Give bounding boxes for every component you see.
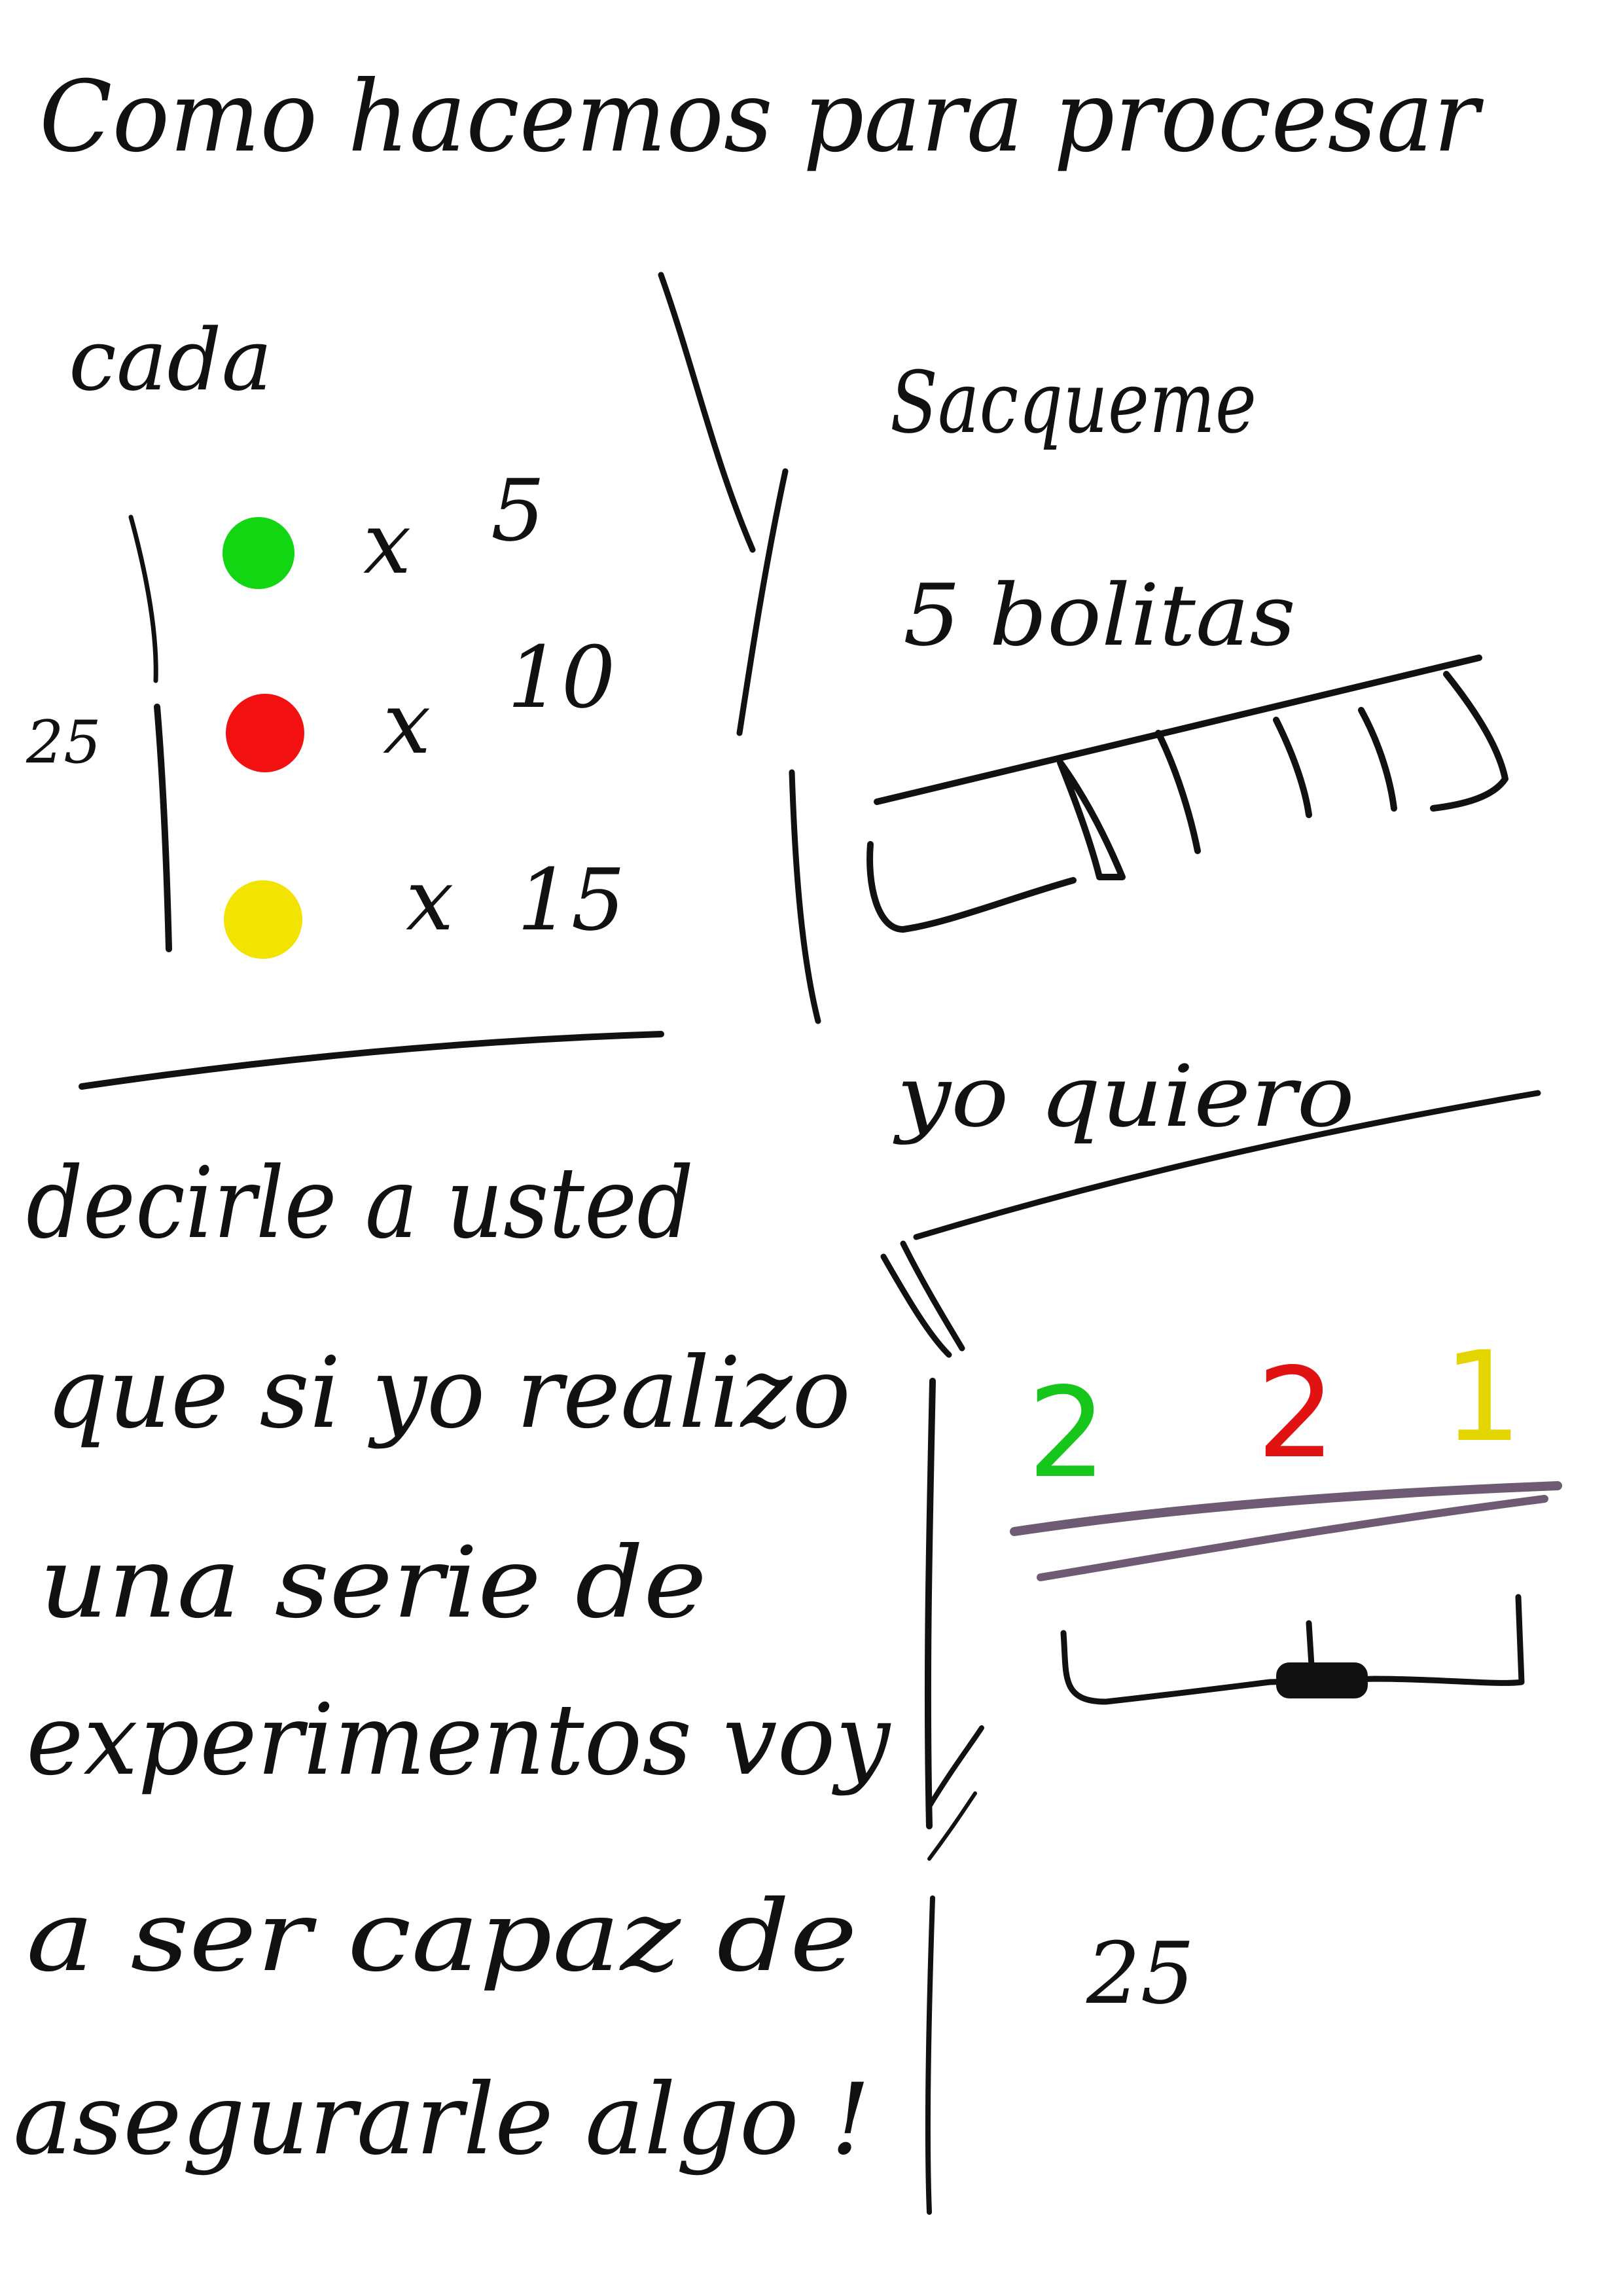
answer-yellow-count: 1 [1443,1325,1522,1469]
instruction-line-2: 5 bolitas [903,565,1296,665]
instruction-line-1: Sacqueme [890,353,1257,452]
message-line: que si yo realizo [46,1336,851,1450]
page-title: Como hacemos para procesar [39,60,1484,174]
bracket-stroke [154,704,172,952]
answer-heading: yo quiero [893,1047,1355,1146]
ball-mult: x [383,673,431,773]
ball-slot-stroke [1358,707,1397,812]
answer-mark-blob [1276,1662,1368,1698]
red-ball [226,694,304,772]
message-line: a ser capaz de [26,1880,857,1994]
answer-mark-stroke [1306,1620,1315,1679]
divider-stroke [736,468,789,736]
ball-slot-stroke [1057,759,1126,880]
message-line: experimentos voy [26,1683,891,1797]
answer-green-count: 2 [1027,1361,1107,1505]
box-top-stroke [874,655,1482,805]
answer-underline [1010,1481,1562,1536]
ball-slot-stroke [1155,730,1201,854]
divider-stroke [658,272,756,553]
ball-slot-stroke [1430,671,1508,812]
answer-box-side-stroke [880,1253,952,1358]
message-line: decirle a usted [26,1147,694,1261]
ball-count: 5 [491,461,545,560]
yellow-ball [224,880,302,959]
green-ball [223,517,294,589]
answer-divider-stroke [927,1725,984,1809]
total-divider-stroke [925,1895,935,2215]
divider-stroke [789,769,821,1024]
box-bottom-stroke [866,841,1077,933]
ball-mult: x [363,493,411,593]
answer-divider-stroke [924,1378,936,1829]
left-heading: cada [69,310,272,410]
answer-divider-stroke [927,1791,977,1861]
side-label: 25 [26,708,101,777]
answer-red-count: 2 [1257,1341,1336,1486]
answer-box-top-stroke [913,1090,1541,1240]
answer-bracket-stroke [1060,1594,1525,1705]
message-line: asegurarle algo ! [13,2063,870,2177]
answer-box-side-stroke [900,1240,965,1352]
bracket-stroke [128,514,158,683]
ball-slot-stroke [1273,717,1312,818]
answer-underline [1037,1495,1548,1581]
section-divider-line [79,1031,664,1090]
message-line: una serie de [39,1526,707,1640]
ball-mult: x [406,850,454,950]
ball-count: 15 [517,850,625,950]
total-value: 25 [1086,1924,1194,2023]
ball-count: 10 [507,628,615,727]
